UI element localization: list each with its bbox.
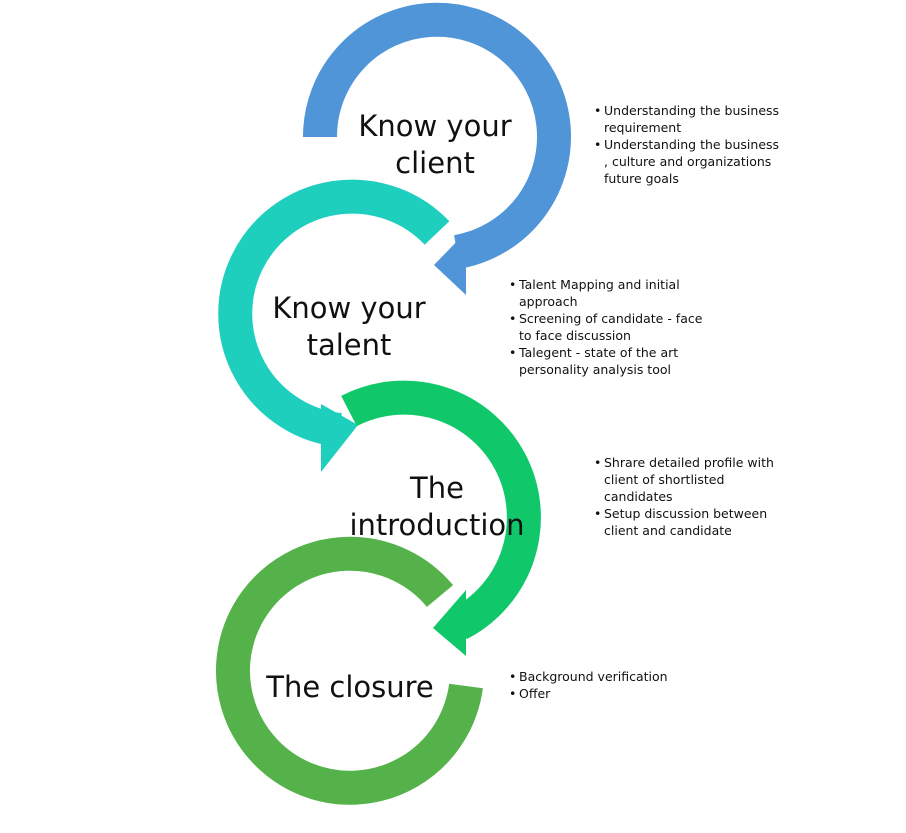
bullet-item: Shrare detailed profile with client of s… [594, 454, 784, 505]
bullet-item: Background verification [509, 668, 709, 685]
bullet-item: Understanding the business requirement [594, 102, 784, 136]
bullet-item: Talegent - state of the art personality … [509, 344, 709, 378]
step-title-line: The [410, 471, 464, 505]
know-your-client-arc [302, 2, 571, 269]
know-your-talent-arrowhead [321, 404, 358, 472]
step-title-know-your-client: Know your client [340, 108, 530, 182]
know-your-talent-bullets: Talent Mapping and initial approach Scre… [509, 276, 709, 378]
bullet-item: Screening of candidate - face to face di… [509, 310, 709, 344]
bullet-item: Talent Mapping and initial approach [509, 276, 709, 310]
know-your-client-bullets: Understanding the business requirement U… [594, 102, 784, 187]
step-title-line: Know your [272, 291, 426, 325]
step-title-the-introduction: The introduction [327, 470, 547, 544]
the-closure-arc [216, 536, 483, 805]
bullet-item: Setup discussion between client and cand… [594, 505, 784, 539]
know-your-client-arrowhead [434, 232, 466, 295]
step-title-line: client [395, 146, 475, 180]
step-title-line: introduction [349, 508, 525, 542]
the-introduction-arc [341, 380, 541, 640]
step-title-line: talent [306, 328, 392, 362]
step-title-line: Know your [358, 109, 512, 143]
step-title-know-your-talent: Know your talent [254, 290, 444, 364]
know-your-talent-arc [218, 179, 450, 447]
the-introduction-bullets: Shrare detailed profile with client of s… [594, 454, 784, 539]
bullet-item: Offer [509, 685, 709, 702]
step-title-line: The closure [266, 670, 434, 704]
the-closure-bullets: Background verification Offer [509, 668, 709, 702]
the-introduction-arrowhead [433, 590, 466, 656]
step-title-the-closure: The closure [240, 669, 460, 706]
bullet-item: Understanding the business , culture and… [594, 136, 784, 187]
